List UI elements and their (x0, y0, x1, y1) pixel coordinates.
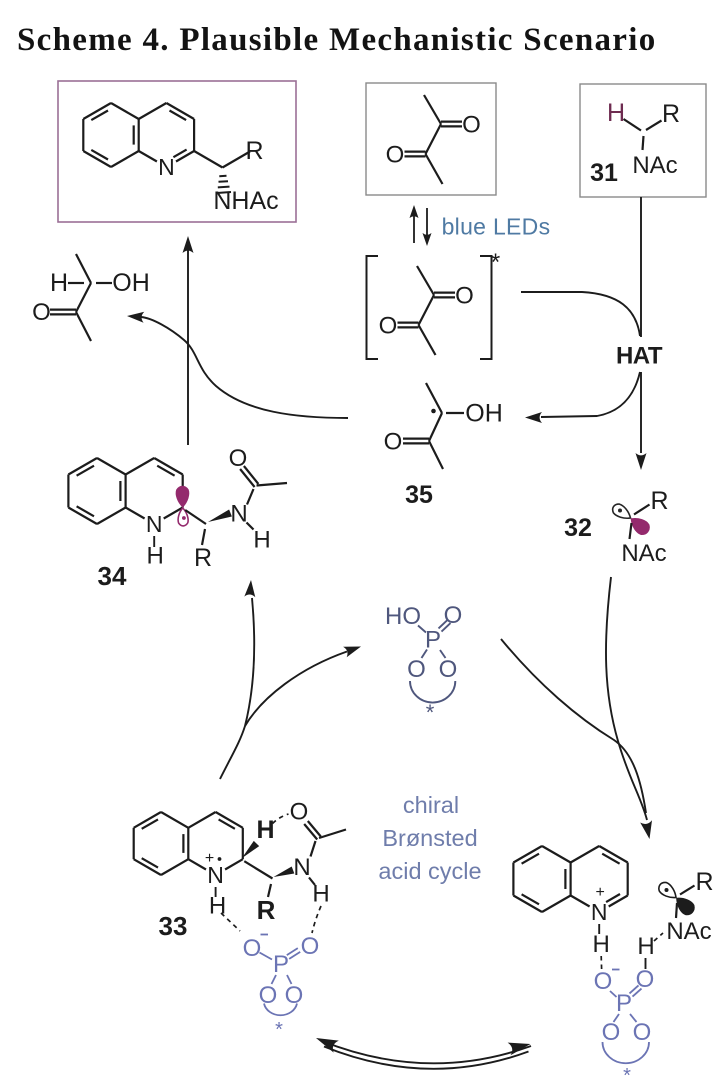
svg-text:31: 31 (590, 159, 618, 187)
svg-text:H: H (50, 269, 68, 297)
svg-text:O: O (633, 1019, 652, 1046)
svg-text:N: N (591, 899, 608, 925)
svg-text:R: R (194, 544, 212, 572)
svg-text:R: R (662, 100, 680, 128)
svg-text:R: R (695, 868, 713, 896)
svg-text:P: P (425, 627, 441, 654)
svg-text:H: H (312, 881, 329, 908)
svg-text:N: N (230, 501, 247, 528)
svg-text:HAT: HAT (616, 343, 663, 370)
svg-text:P: P (273, 951, 289, 978)
svg-text:R: R (650, 487, 668, 515)
svg-text:H: H (637, 933, 654, 960)
svg-text:*: * (623, 1065, 631, 1080)
svg-text:HO: HO (385, 603, 421, 630)
svg-text:O: O (602, 1019, 621, 1046)
svg-text:NHAc: NHAc (213, 187, 278, 215)
svg-text:Scheme 4. Plausible Mechanisti: Scheme 4. Plausible Mechanistic Scenario (17, 22, 657, 58)
svg-text:H: H (607, 99, 625, 127)
svg-text:35: 35 (405, 481, 433, 509)
svg-text:O: O (285, 982, 304, 1009)
svg-text:OH: OH (465, 400, 503, 428)
svg-text:O: O (32, 299, 51, 326)
svg-text:H: H (593, 931, 610, 958)
svg-text:O: O (259, 982, 278, 1009)
svg-text:N: N (158, 154, 175, 180)
svg-text:O: O (636, 966, 655, 993)
svg-text:+: + (596, 884, 605, 901)
svg-text:H: H (147, 543, 164, 570)
svg-text:acid cycle: acid cycle (378, 858, 481, 884)
svg-text:O: O (290, 799, 309, 826)
svg-text:O: O (229, 445, 248, 472)
svg-text:OH: OH (112, 269, 150, 297)
svg-text:O: O (462, 112, 481, 139)
svg-text:chiral: chiral (403, 792, 459, 818)
svg-text:R: R (245, 137, 263, 165)
svg-text:*: * (275, 1019, 283, 1041)
svg-text:Brønsted: Brønsted (382, 825, 477, 851)
svg-text:O: O (455, 283, 474, 310)
svg-text:O: O (301, 933, 320, 960)
svg-text:34: 34 (98, 561, 127, 591)
svg-text:O: O (444, 602, 463, 629)
svg-text:+: + (205, 850, 214, 867)
svg-text:*: * (491, 249, 500, 276)
svg-text:N: N (146, 511, 163, 537)
svg-text:O: O (379, 313, 398, 340)
svg-text:O: O (386, 142, 405, 169)
svg-text:blue LEDs: blue LEDs (442, 214, 551, 240)
svg-text:P: P (616, 990, 632, 1017)
svg-text:NAc: NAc (632, 152, 677, 179)
svg-text:*: * (426, 700, 435, 725)
svg-text:O: O (439, 656, 458, 683)
svg-text:H: H (253, 527, 270, 554)
svg-text:O: O (384, 429, 403, 456)
svg-text:NAc: NAc (621, 540, 666, 567)
svg-text:O: O (407, 656, 426, 683)
svg-text:NAc: NAc (666, 918, 711, 945)
svg-text:33: 33 (159, 911, 188, 941)
svg-text:O: O (243, 935, 262, 962)
svg-text:H: H (256, 816, 274, 844)
svg-text:32: 32 (564, 514, 592, 542)
svg-text:O: O (594, 968, 613, 995)
svg-text:N: N (293, 854, 310, 881)
svg-text:R: R (257, 895, 276, 925)
